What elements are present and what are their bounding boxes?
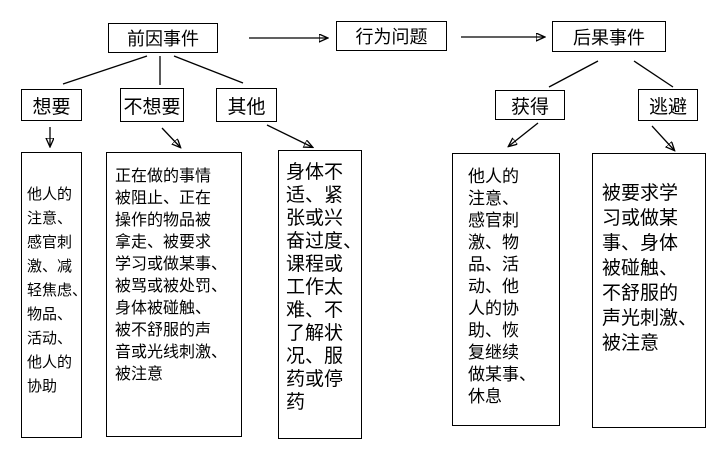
arrow-obtain-to-details <box>509 122 539 146</box>
escape-category-node: 逃避 <box>638 89 698 121</box>
arrow-other-to-details <box>266 124 312 147</box>
want-details-node: 他人的 注意、 感官刺 激、减 轻焦虑、 物品、 活动、 他人的 协助 <box>21 152 87 438</box>
arrow-not-want-to-details <box>161 127 180 147</box>
behavior-problem-node: 行为问题 <box>336 21 447 51</box>
obtain-details-node: 他人的 注意、 感官刺 激、物 品、活 动、他 人的协 助、恢 复继续 做某事、… <box>452 153 560 426</box>
line-consequence-to-escape <box>633 60 674 88</box>
not-want-category-node: 不想要 <box>120 88 184 122</box>
escape-details-node: 被要求学 习或做某 事、身体 被碰触、 不舒服的 声光刺激、 被注意 <box>592 153 706 428</box>
line-consequence-to-obtain <box>548 60 599 88</box>
line-antecedent-to-other <box>173 55 244 84</box>
arrow-escape-to-details <box>651 125 674 150</box>
obtain-category-node: 获得 <box>495 90 565 120</box>
other-details-node: 身体不 适、紧 张或兴 奋过度、 课程或 工作太 难、不 了解状 况、服 药或停… <box>278 150 362 439</box>
want-category-node: 想要 <box>21 89 82 121</box>
not-want-details-node: 正在做的事情 被阻止、正在 操作的物品被 拿走、被要求 学习或做某事、 被骂或被… <box>106 152 242 437</box>
antecedent-event-node: 前因事件 <box>108 23 218 53</box>
other-category-node: 其他 <box>216 88 277 122</box>
consequence-event-node: 后果事件 <box>552 21 666 52</box>
line-antecedent-to-want <box>62 55 148 85</box>
